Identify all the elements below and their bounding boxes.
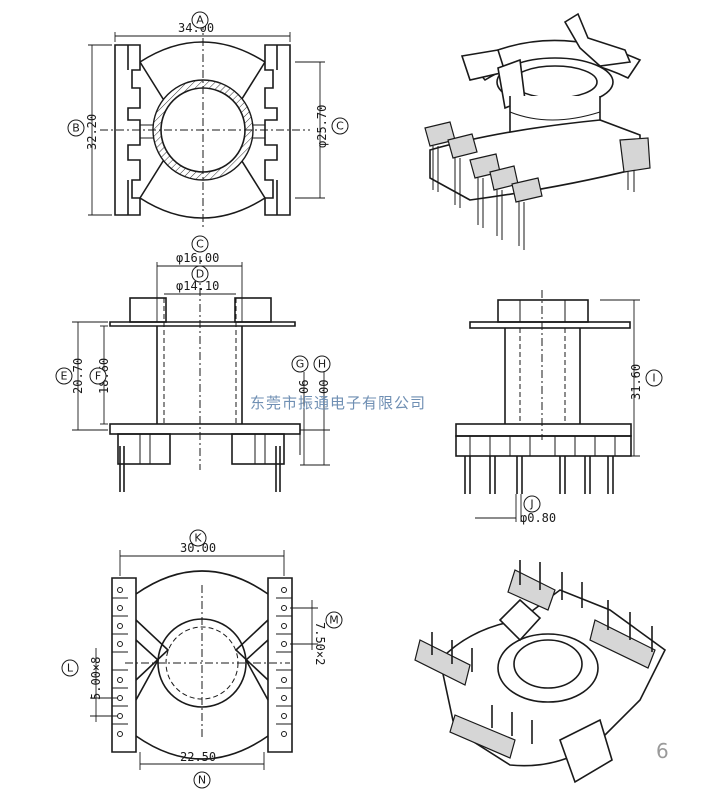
callout-i: I	[652, 372, 655, 385]
dim-30: 30.00	[180, 541, 216, 555]
callout-g: G	[296, 358, 305, 371]
dim-22-50: 22.50	[180, 750, 216, 764]
callout-e: E	[61, 370, 68, 383]
dim-g-06: 06	[297, 380, 311, 394]
isometric-view-bottom	[414, 560, 667, 784]
callout-f: F	[95, 370, 101, 383]
dim-dia-0-80: φ0.80	[520, 511, 556, 525]
dim-dia-25-70: φ25.70	[315, 105, 329, 148]
dim-dia-16: φ16.00	[176, 251, 219, 265]
page-number: 6	[656, 739, 669, 763]
dim-20-70: 20.70	[71, 358, 85, 394]
callout-a: A	[196, 14, 204, 27]
callout-k: K	[194, 532, 202, 545]
side-elevation-view: 31.60 I φ0.80 J	[455, 290, 663, 525]
callout-j: J	[529, 498, 533, 511]
callout-c-mid: C	[196, 238, 204, 251]
callout-n: N	[198, 774, 206, 787]
front-elevation-view: φ16.00 φ14.10 20.70 18.60 06 00 C D E F …	[55, 235, 331, 492]
callout-c: C	[336, 120, 344, 133]
callout-h: H	[318, 358, 326, 371]
bottom-plan-view: 30.00 K 22.50 N 7.50×2 M 5.00×8 L	[61, 529, 343, 789]
dim-31-60: 31.60	[629, 364, 643, 400]
dim-5-00x8: 5.00×8	[89, 657, 103, 700]
bottom-pin-holes	[117, 587, 287, 737]
callout-b: B	[72, 122, 80, 135]
callout-d: D	[196, 268, 204, 281]
callout-l: L	[67, 662, 74, 675]
dim-7-50x2: 7.50×2	[313, 622, 327, 665]
isometric-view-top	[424, 12, 651, 250]
callout-m: M	[329, 614, 339, 627]
dim-32-20: 32.20	[85, 114, 99, 150]
dim-h-00: 00	[317, 380, 331, 394]
dim-dia-14-10: φ14.10	[176, 279, 219, 293]
company-watermark: 东莞市振通电子有限公司	[250, 394, 426, 412]
top-plan-view: 34.00 32.20 φ25.70 A B C	[67, 11, 349, 230]
